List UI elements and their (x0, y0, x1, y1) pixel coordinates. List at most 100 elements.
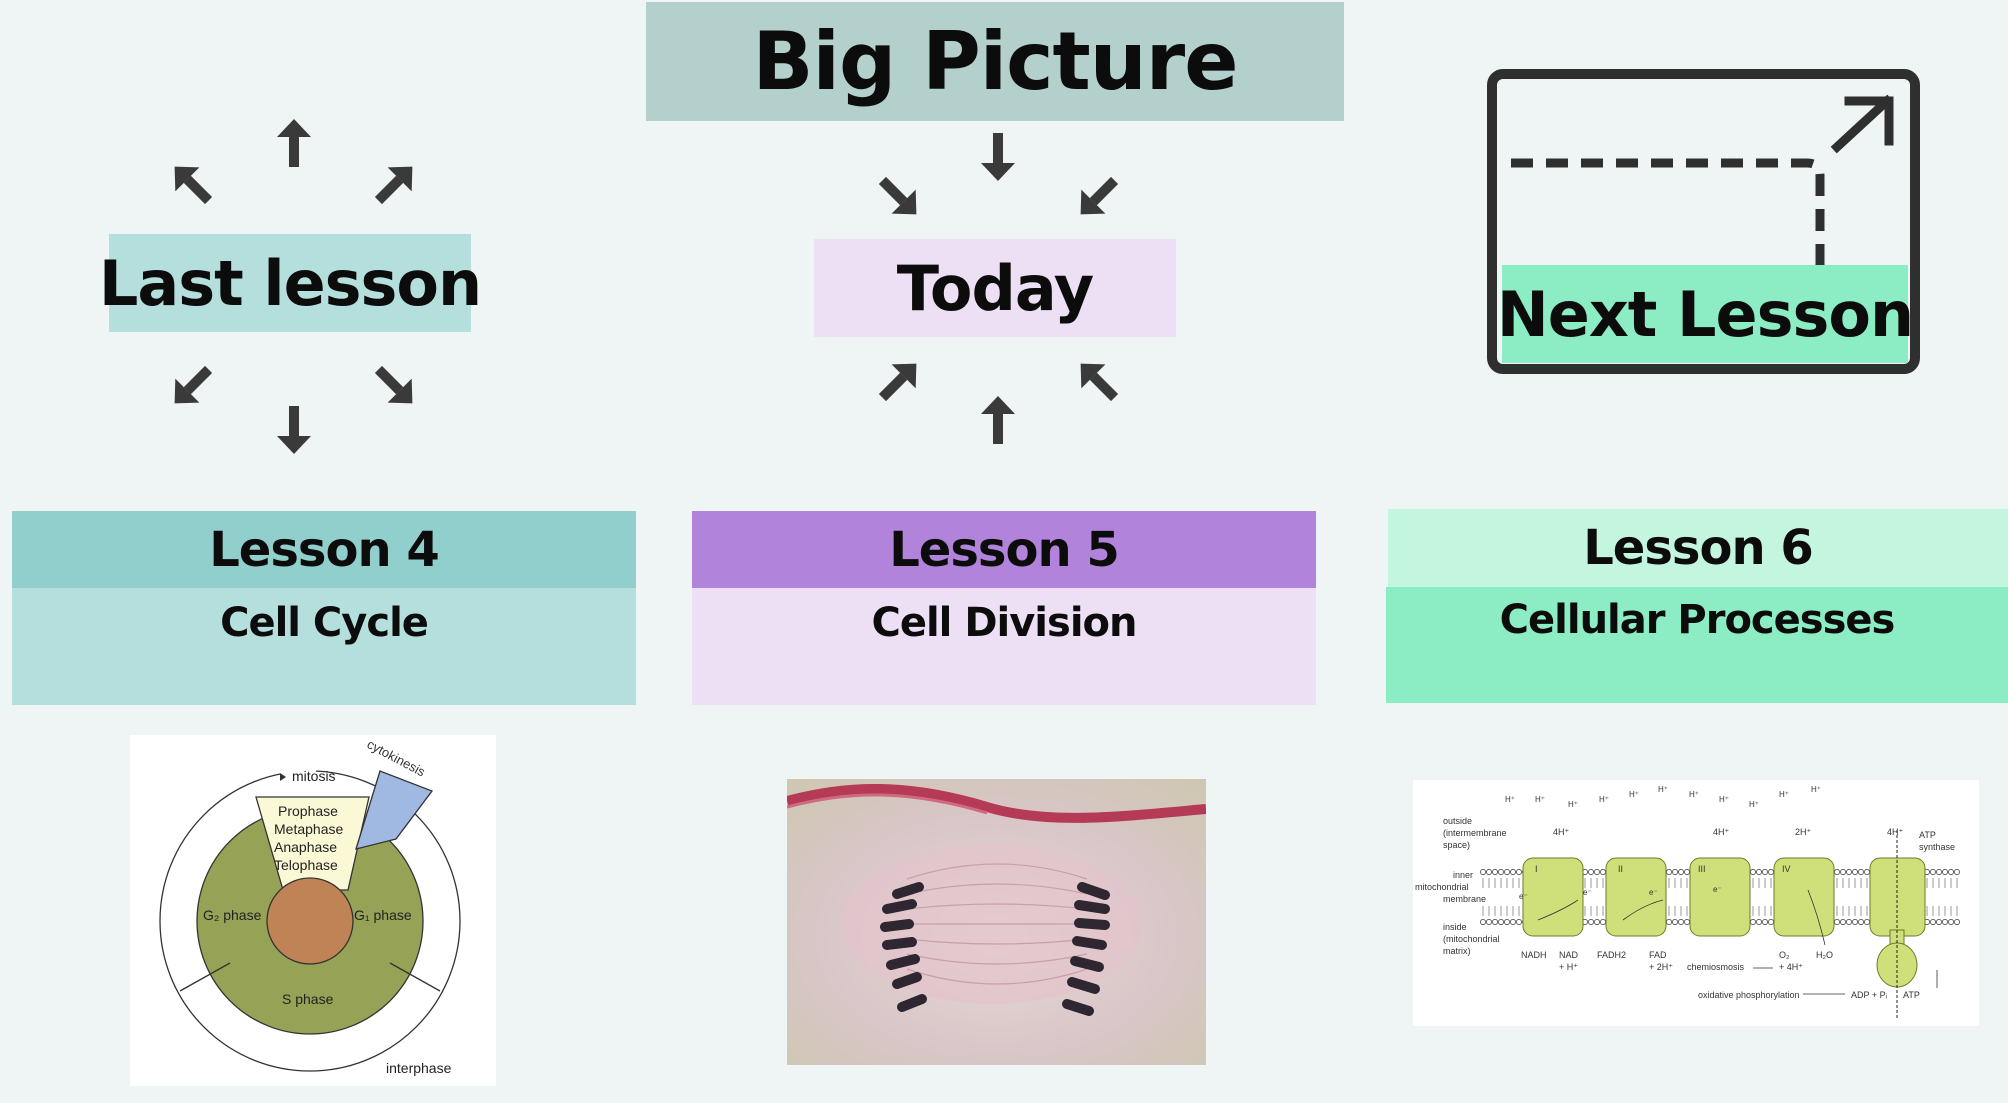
next-lesson-label: Next Lesson (1496, 277, 1914, 351)
h-plus-mark: H⁺ (1535, 795, 1545, 804)
g1-label: G₁ phase (354, 907, 412, 923)
electron-mark: e⁻ (1649, 888, 1658, 897)
next-arrow-icon (1511, 94, 1894, 279)
atp-synthase (1869, 830, 1926, 1020)
phase-anaphase: Anaphase (274, 839, 337, 855)
electron-mark: e⁻ (1713, 885, 1722, 894)
today-banner: Today (814, 239, 1176, 337)
cell-cycle-diagram: mitosis cytokinesis Prophase Metaphase A… (130, 735, 496, 1086)
adp-label: ADP + Pᵢ (1851, 990, 1887, 1000)
nadh-label: NADH (1521, 950, 1547, 960)
atp-label: ATP (1903, 990, 1920, 1000)
outside-label-3: space) (1443, 840, 1470, 850)
lesson-4-header: Lesson 4 (12, 511, 636, 588)
outside-label-2: (intermembrane (1443, 828, 1507, 838)
cytokinesis-label: cytokinesis (365, 736, 429, 779)
svg-text:I: I (1535, 864, 1538, 874)
arrows-layer (162, 119, 1127, 454)
chemiosmosis-label: chemiosmosis (1687, 962, 1745, 972)
inner-label-1: inner (1453, 870, 1473, 880)
lesson-6-number: Lesson 6 (1583, 520, 1814, 576)
inside-label-1: inside (1443, 922, 1467, 932)
lesson-5-header: Lesson 5 (692, 511, 1316, 588)
inward-arrow-icon (870, 168, 929, 227)
svg-text:IV: IV (1782, 864, 1791, 874)
inward-arrow-icon (1068, 168, 1127, 227)
complex-i: I (1522, 857, 1584, 937)
complex-iv: IV (1773, 857, 1835, 937)
h-plus-mark: H⁺ (1658, 785, 1668, 794)
inside-label-2: (mitochondrial (1443, 934, 1500, 944)
cell-division-micrograph (787, 779, 1206, 1065)
electron-transport-diagram: outside (intermembrane space) inner mito… (1413, 780, 1979, 1026)
h-plus-mark: H⁺ (1599, 795, 1609, 804)
inside-label-3: matrix) (1443, 946, 1471, 956)
inward-arrow-icon (870, 351, 929, 410)
outward-arrow-icon (277, 406, 311, 454)
nad-h-label: + H⁺ (1559, 962, 1578, 972)
inner-label-3: membrane (1443, 894, 1486, 904)
big-picture-banner: Big Picture (646, 2, 1344, 121)
o2-label: O₂ (1779, 950, 1790, 960)
h-plus-mark: H⁺ (1719, 795, 1729, 804)
lesson-4-number: Lesson 4 (209, 521, 440, 578)
complex-ii: II (1605, 857, 1667, 937)
fadh2-label: FADH2 (1597, 950, 1626, 960)
lesson-4-card[interactable]: Lesson 4 Cell Cycle (12, 511, 636, 705)
atp-synthase-label-2: synthase (1919, 842, 1955, 852)
outward-arrow-icon (162, 154, 221, 213)
h-plus-marks: H⁺ H⁺ H⁺ H⁺ H⁺ H⁺ H⁺ H⁺ H⁺ H⁺ H⁺ (1505, 785, 1821, 809)
mitosis-label: mitosis (292, 768, 336, 784)
outside-label-1: outside (1443, 816, 1472, 826)
electron-mark: e⁻ (1519, 892, 1528, 901)
inner-label-2: mitochondrial (1415, 882, 1469, 892)
lesson-6-body: Cellular Processes (1386, 587, 2008, 703)
lesson-5-number: Lesson 5 (889, 521, 1120, 578)
next-lesson-label-box: Next Lesson (1497, 265, 1914, 363)
h-plus-5: 4H⁺ (1887, 827, 1904, 837)
nad-label: NAD (1559, 950, 1579, 960)
svg-text:III: III (1698, 864, 1706, 874)
fad-label: FAD (1649, 950, 1667, 960)
h-plus-4: 2H⁺ (1795, 827, 1812, 837)
atp-synthase-label-1: ATP (1919, 830, 1936, 840)
h-plus-mark: H⁺ (1689, 790, 1699, 799)
h-plus-1: 4H⁺ (1553, 827, 1570, 837)
inward-arrow-icon (1068, 351, 1127, 410)
electron-marks: e⁻ e⁻ e⁻ e⁻ (1519, 885, 1722, 901)
outward-arrow-icon (277, 119, 311, 167)
lesson-6-card[interactable]: Lesson 6 Cellular Processes (1386, 509, 2008, 705)
h-plus-mark: H⁺ (1749, 800, 1759, 809)
h-plus-mark: H⁺ (1629, 790, 1639, 799)
big-picture-title: Big Picture (752, 15, 1239, 108)
svg-text:II: II (1618, 864, 1623, 874)
h-plus-mark: H⁺ (1505, 795, 1515, 804)
lesson-6-topic: Cellular Processes (1499, 597, 1896, 643)
last-lesson-banner[interactable]: Last lesson (99, 234, 482, 332)
h-plus-mark: H⁺ (1811, 785, 1821, 794)
outward-arrow-icon (162, 357, 221, 416)
phase-telophase: Telophase (274, 857, 338, 873)
h-plus-mark: H⁺ (1779, 790, 1789, 799)
s-phase-label: S phase (282, 991, 334, 1007)
fad-h-label: + 2H⁺ (1649, 962, 1673, 972)
lesson-5-topic: Cell Division (871, 600, 1137, 646)
inward-arrow-icon (981, 396, 1015, 444)
g2-label: G₂ phase (203, 907, 262, 923)
lesson-5-body: Cell Division (692, 588, 1316, 705)
lesson-5-card[interactable]: Lesson 5 Cell Division (692, 511, 1316, 705)
interphase-label: interphase (386, 1060, 452, 1076)
lesson-6-header: Lesson 6 (1388, 509, 2008, 587)
electron-mark: e⁻ (1583, 888, 1592, 897)
today-label: Today (896, 251, 1094, 325)
outward-arrow-icon (366, 154, 425, 213)
o2-h-label: + 4H⁺ (1779, 962, 1803, 972)
h-plus-mark: H⁺ (1568, 800, 1578, 809)
lesson-4-topic: Cell Cycle (220, 600, 429, 646)
phase-metaphase: Metaphase (274, 821, 343, 837)
next-lesson-button[interactable]: Next Lesson (1487, 69, 1920, 374)
lesson-4-body: Cell Cycle (12, 588, 636, 705)
h2o-label: H₂O (1816, 950, 1833, 960)
oxphos-label: oxidative phosphorylation (1698, 990, 1800, 1000)
inward-arrow-icon (981, 133, 1015, 181)
